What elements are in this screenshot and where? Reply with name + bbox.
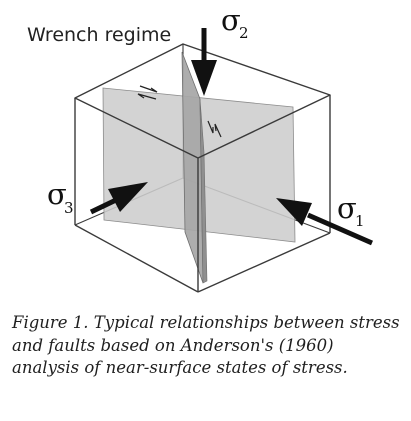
cube-front-edges [74,43,331,293]
svg-text:1: 1 [355,212,365,230]
svg-text:σ: σ [47,177,67,211]
stress-arrows [89,28,374,246]
svg-text:σ: σ [337,191,357,225]
sigma3-label: σ 3 [47,177,74,217]
sigma2-label: σ 2 [221,3,249,42]
svg-text:2: 2 [239,24,249,42]
sigma1-arrowhead [276,198,312,226]
sigma1-arrow [306,212,374,246]
sigma1-label: σ 1 [337,191,365,230]
sigma3-arrowhead [108,182,148,212]
sigma2-arrowhead [191,60,217,96]
sigma3-arrow [89,197,118,215]
svg-text:3: 3 [64,199,74,217]
figure-caption: Figure 1. Typical relationships between … [12,313,400,377]
fault-plane-back [181,51,204,284]
fault-plane-front [199,98,208,284]
diagram-title: Wrench regime [27,24,171,46]
svg-text:σ: σ [221,3,241,37]
slip-sense-arrows [137,85,222,138]
wrench-regime-diagram: Wrench regime [27,3,374,293]
